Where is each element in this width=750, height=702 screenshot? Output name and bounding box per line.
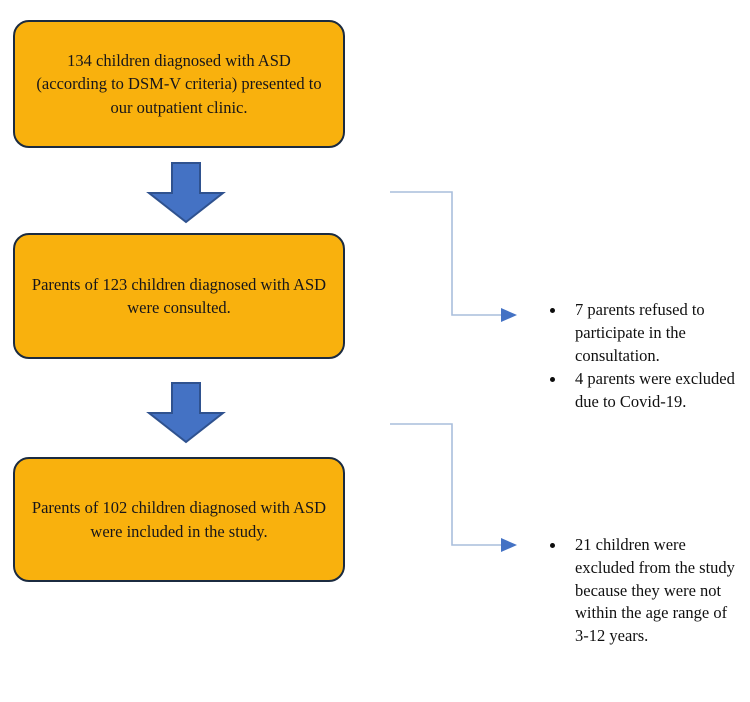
down-arrow-icon [146, 382, 226, 444]
list-item-label: 4 parents were excluded due to Covid-19. [575, 369, 735, 412]
elbow-connector-exclusion-1 [390, 191, 517, 322]
list-item: 21 children were excluded from the study… [548, 534, 738, 648]
bullet-icon [550, 542, 555, 548]
flow-box-consulted-label: Parents of 123 children diagnosed with A… [31, 274, 327, 317]
exclusion-list-age-range: 21 children were excluded from the study… [548, 534, 738, 649]
down-arrow-icon [146, 162, 226, 224]
arrowhead-icon [501, 308, 517, 322]
exclusion-list-consultation: 7 parents refused to participate in the … [548, 299, 738, 415]
list-item-label: 7 parents refused to participate in the … [575, 300, 705, 365]
arrowhead-icon [501, 538, 517, 552]
bullet-icon [550, 376, 555, 382]
flow-box-included: Parents of 102 children diagnosed with A… [13, 457, 345, 582]
elbow-connector-exclusion-2 [390, 423, 517, 552]
flow-box-included-label: Parents of 102 children diagnosed with A… [31, 498, 327, 541]
bullet-icon [550, 307, 555, 313]
list-item: 7 parents refused to participate in the … [548, 299, 738, 367]
flow-box-consulted: Parents of 123 children diagnosed with A… [13, 233, 345, 359]
list-item: 4 parents were excluded due to Covid-19. [548, 368, 738, 414]
flow-box-screened: 134 children diagnosed with ASD (accordi… [13, 20, 345, 148]
list-item-label: 21 children were excluded from the study… [575, 535, 735, 646]
flow-box-screened-label: 134 children diagnosed with ASD (accordi… [36, 50, 322, 117]
